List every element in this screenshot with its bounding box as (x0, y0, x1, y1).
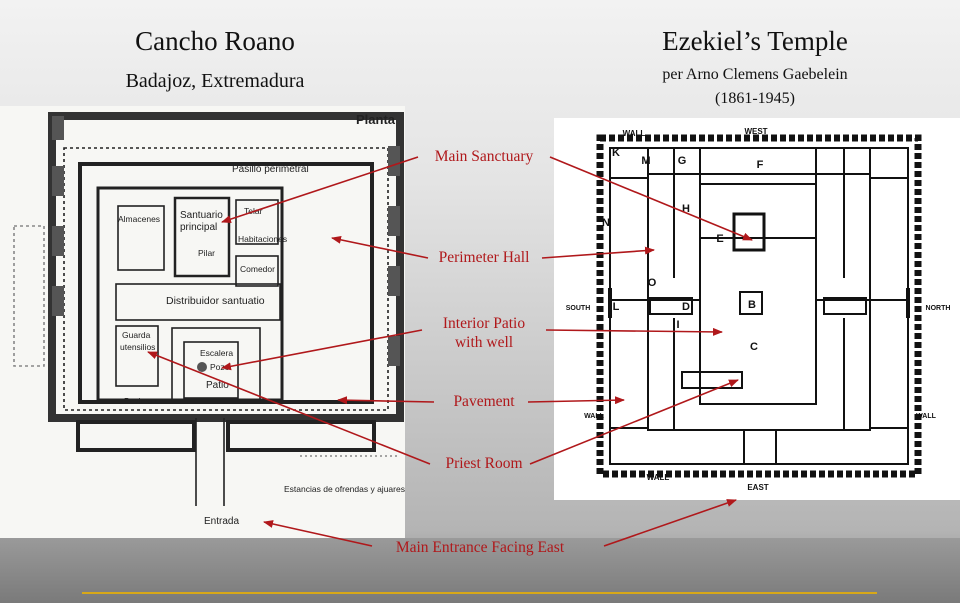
plan-label-habitaciones: Habitaciones (238, 234, 287, 244)
plan-label-distribuidor: Distribuidor santuatio (166, 295, 265, 307)
callout-interior-patio-line-1: Interior Patio (442, 315, 526, 332)
plan-label-f: F (757, 159, 764, 171)
plan-label-guarda-1: Guarda (122, 330, 151, 340)
plan-label-l: L (613, 301, 620, 313)
callout-interior-patio-line-2: with well (454, 334, 514, 351)
plan-label-n: N (602, 217, 610, 229)
plan-label-c: C (750, 341, 758, 353)
plan-label-west: WEST (744, 127, 767, 136)
callout-main-sanctuary: Main Sanctuary (434, 148, 534, 165)
callout-pavement: Pavement (453, 393, 515, 410)
plan-label-pilar: Pilar (198, 248, 215, 258)
callout-priest-room: Priest Room (445, 455, 523, 472)
plan-label-d: D (682, 301, 690, 313)
plan-label-estancias: Estancias de ofrendas y ajuares (284, 484, 405, 494)
ezekiel-temple-floor-plan: WALL WEST WALL EAST SOUTH NORTH WALL WAL… (554, 118, 960, 500)
plan-label-wall-right: WALL (916, 413, 937, 420)
plan-label-pasillo: Pasillo perimetral (232, 164, 309, 175)
plan-label-east: EAST (747, 483, 768, 492)
plan-label-k: K (612, 147, 620, 159)
ezekiel-temple-plan-drawing: WALL WEST WALL EAST SOUTH NORTH WALL WAL… (566, 127, 951, 492)
plan-label-i: I (676, 319, 679, 331)
plan-label-wall-bottom: WALL (647, 473, 670, 482)
plan-label-e: E (716, 233, 723, 245)
plan-label-g: G (678, 155, 687, 167)
plan-label-patio: Patio (206, 380, 229, 391)
cancho-roano-location: Badajoz, Extremadura (125, 70, 305, 92)
plan-label-north: NORTH (926, 305, 951, 312)
cancho-roano-title: Cancho Roano (135, 26, 295, 56)
plan-label-planta: Planta (356, 112, 396, 127)
plan-label-h: H (682, 203, 690, 215)
plan-label-o: O (648, 277, 657, 289)
ezekiel-temple-dates: (1861-1945) (715, 90, 795, 107)
plan-label-pozo: Pozo (210, 362, 230, 372)
plan-label-wall-top: WALL (623, 129, 646, 138)
plan-label-south: SOUTH (566, 305, 591, 312)
plan-label-escalera: Escalera (200, 348, 233, 358)
ezekiel-temple-title: Ezekiel’s Temple (662, 26, 848, 56)
plan-label-santuario-1: Santuario (180, 210, 223, 221)
plan-label-santuario-2: principal (180, 222, 217, 233)
plan-label-b: B (748, 299, 756, 311)
plan-label-m: M (641, 155, 650, 167)
callout-perimeter-hall: Perimeter Hall (438, 249, 530, 266)
plan-label-almacenes: Almacenes (118, 214, 160, 224)
footer-rule (82, 592, 877, 594)
plan-label-wall-left: WALL (584, 413, 605, 420)
plan-label-telar: Telar (244, 206, 263, 216)
callout-main-entrance: Main Entrance Facing East (395, 539, 565, 556)
plan-label-guarda-2: utensilios (120, 342, 155, 352)
cancho-roano-plan-drawing: Planta Pasillo perimetral Almacenes Sant… (13, 112, 405, 527)
plan-label-entrada: Entrada (204, 516, 239, 527)
ezekiel-temple-author: per Arno Clemens Gaebelein (662, 66, 848, 83)
callout-interior-patio: Interior Patio with well (404, 314, 564, 352)
cancho-roano-floor-plan: Planta Pasillo perimetral Almacenes Sant… (0, 106, 405, 538)
plan-label-comedor: Comedor (240, 264, 275, 274)
plan-label-pavimento: Pavimento (124, 396, 164, 406)
